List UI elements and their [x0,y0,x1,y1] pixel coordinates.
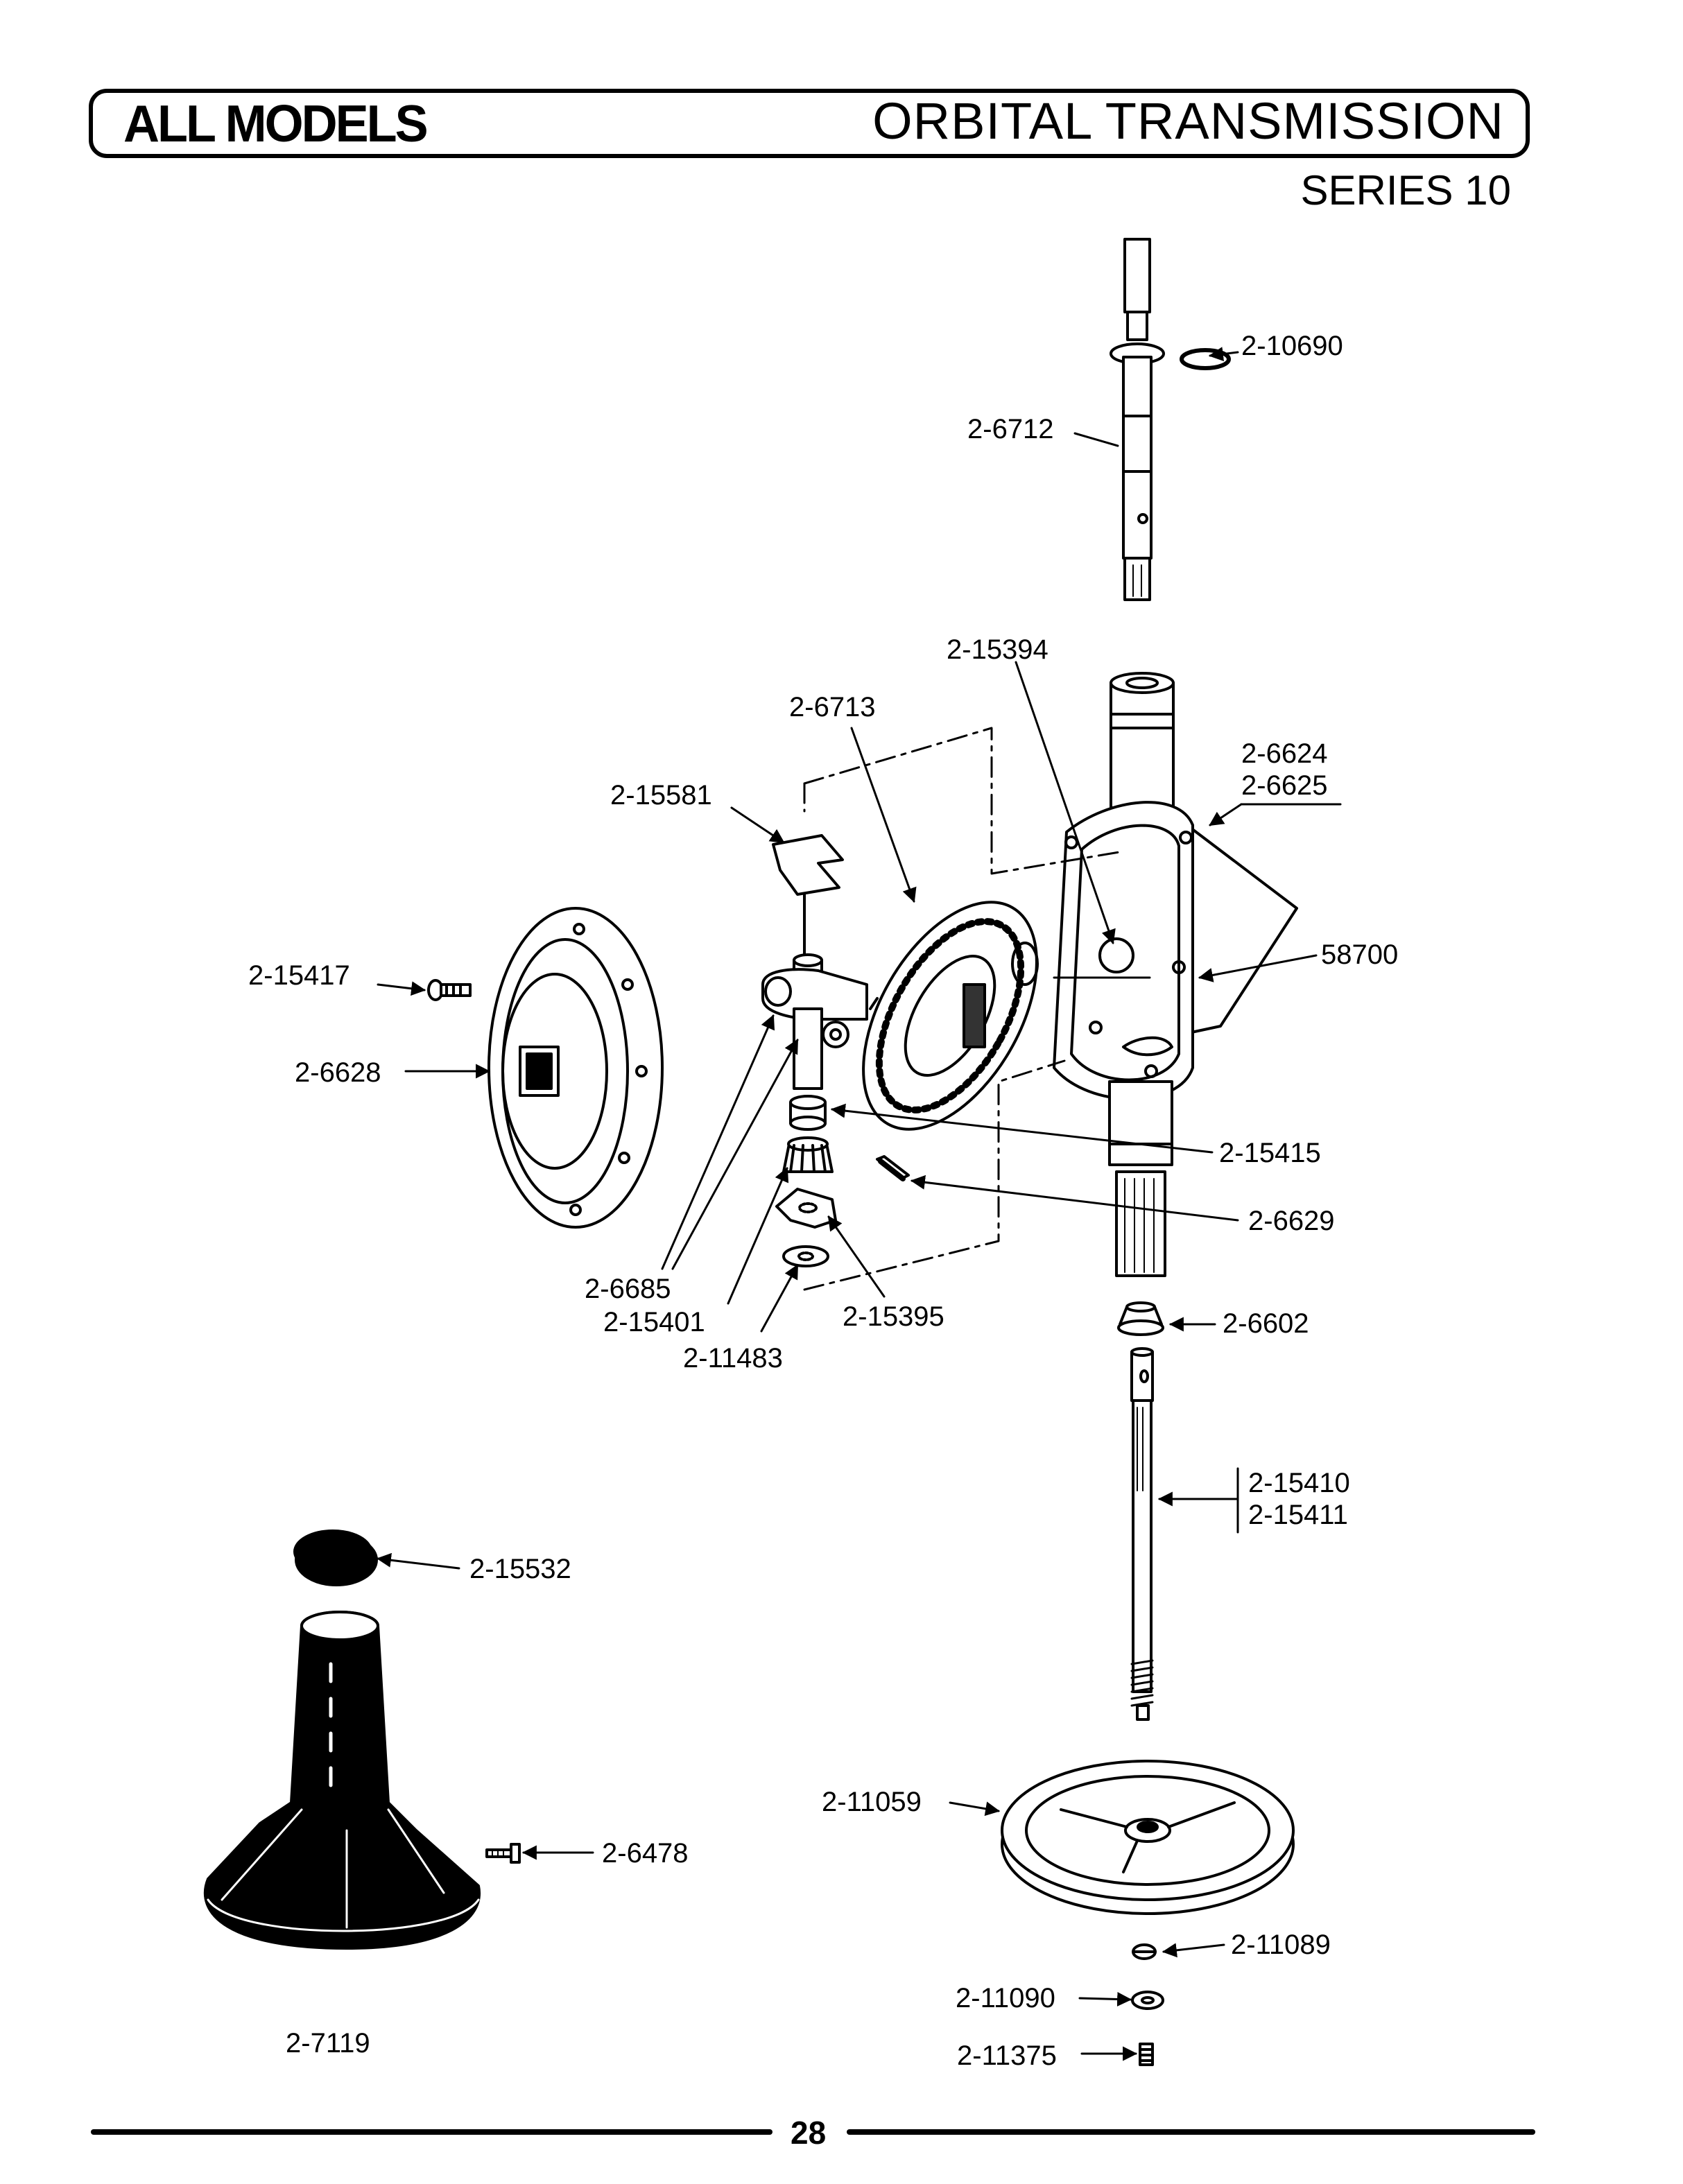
label-2-6602: 2-6602 [1223,1308,1309,1339]
bearing-part [1117,1301,1164,1336]
label-2-15401: 2-15401 [603,1307,705,1337]
agitator-cap-part [293,1529,378,1586]
pulley-screw-part [1139,2043,1154,2066]
label-2-6625: 2-6625 [1241,770,1328,801]
label-2-11090: 2-11090 [956,1983,1055,2013]
label-2-6624: 2-6624 [1241,738,1328,769]
label-2-11059: 2-11059 [822,1787,922,1817]
label-2-10690: 2-10690 [1241,331,1343,361]
main-gear-part [862,901,1039,1131]
pulley-part [1001,1760,1295,1915]
assembly-outline [803,727,1125,1291]
label-2-15410: 2-15410 [1248,1468,1350,1498]
label-2-6628: 2-6628 [295,1057,381,1088]
leader-lines [376,347,1342,2061]
label-2-6629: 2-6629 [1248,1206,1335,1236]
agitator-screw-part [485,1843,521,1864]
label-2-15395: 2-15395 [843,1301,944,1332]
cover-screw-part [427,979,472,1001]
spring-clip-part [772,834,844,958]
series-subtitle: SERIES 10 [1300,167,1512,214]
seal-ring-part [1180,348,1231,370]
label-2-11089: 2-11089 [1231,1930,1331,1960]
crank-part [761,953,879,1090]
agitator-part [203,1611,481,1950]
header-all-models: ALL MODELS [123,95,429,153]
pin-part [876,1155,910,1181]
label-2-11483: 2-11483 [683,1343,783,1373]
label-2-7119: 2-7119 [286,2028,370,2059]
bushing-part [789,1095,827,1131]
label-2-15532: 2-15532 [469,1554,571,1584]
label-2-15394: 2-15394 [947,634,1048,665]
pinion-gear-part [782,1136,834,1173]
label-2-6713: 2-6713 [789,692,876,722]
label-2-15415: 2-15415 [1219,1138,1321,1168]
agitator-shaft-part [1110,238,1165,601]
gear-case-part [1053,672,1298,1277]
label-2-15411: 2-15411 [1248,1500,1348,1530]
label-58700: 58700 [1321,939,1398,970]
label-2-6478: 2-6478 [602,1838,689,1869]
gear-cover-part [487,907,664,1229]
key-part [1132,1943,1157,1960]
pinion-shaft-part [1130,1347,1154,1721]
header-frame [89,89,1530,158]
label-2-15581: 2-15581 [610,780,712,811]
thrust-washer-part [782,1245,829,1267]
part-labels: 2-10690 2-6712 2-15394 2-6713 2-6624 2-6… [248,331,1398,2071]
shim-plate-part [775,1188,837,1229]
label-2-6685: 2-6685 [585,1274,671,1304]
header-title: ORBITAL TRANSMISSION [872,92,1504,150]
page-number: 28 [791,2115,826,2151]
label-2-15417: 2-15417 [248,960,350,991]
lock-washer-part [1131,1991,1164,2010]
label-2-6712: 2-6712 [967,414,1054,444]
label-2-11375: 2-11375 [957,2040,1057,2071]
